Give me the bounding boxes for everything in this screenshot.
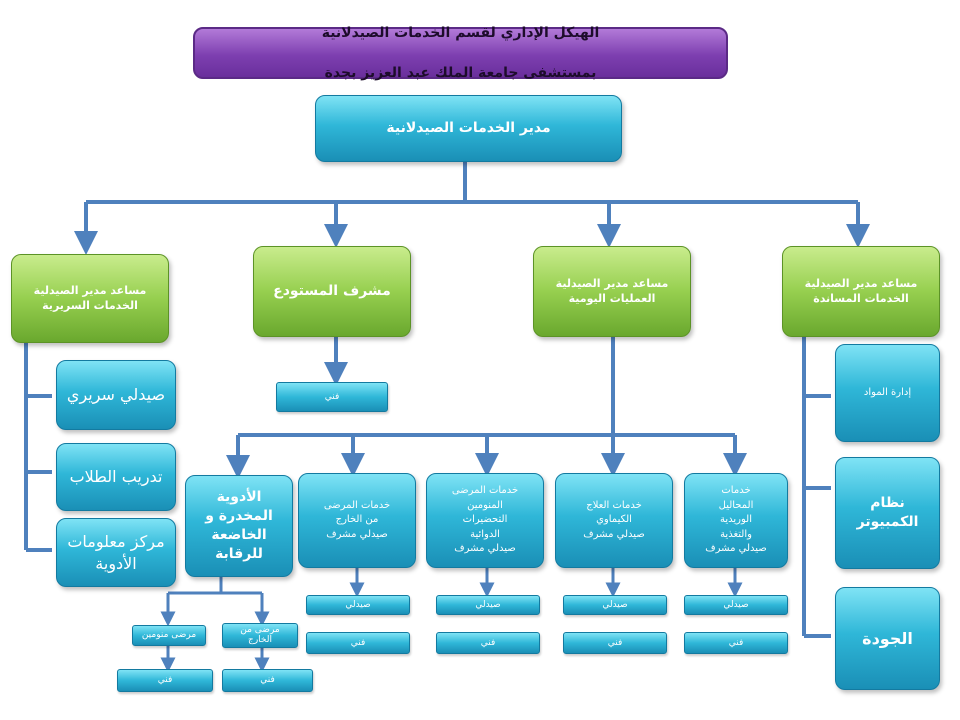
chart-title-line-2: بمستشفى جامعة الملك عبد العزيز بجدة — [324, 65, 597, 82]
controlled-inpatients-technician-box: فني — [117, 669, 213, 692]
inpatient-technician-box: فني — [436, 632, 540, 654]
student-training-box: تدريب الطلاب — [56, 443, 176, 511]
inpatient-services-box: خدمات المرضى المنومين التحضيرات الدوائية… — [426, 473, 544, 568]
controlled-drugs-box: الأدوية المخدرة و الخاضعة للرقابة — [185, 475, 293, 577]
daily-operations-box: مساعد مدير الصيدلية العمليات اليومية — [533, 246, 691, 337]
quality-box: الجودة — [835, 587, 940, 690]
chart-title: الهيكل الإداري لقسم الخدمات الصيدلانية ب… — [193, 25, 728, 81]
iv-nutrition-services-box: خدمات المحاليل الوريدية والتغذية صيدلي م… — [684, 473, 788, 568]
iv-technician-box: فني — [684, 632, 788, 654]
chart-title-line-1: الهيكل الإداري لقسم الخدمات الصيدلانية — [321, 24, 600, 41]
computer-system-box: نظام الكمبيوتر — [835, 457, 940, 569]
outpatient-pharmacist-box: صيدلي — [306, 595, 410, 615]
chemotherapy-services-box: خدمات العلاج الكيماوي صيدلي مشرف — [555, 473, 673, 568]
clinical-services-box: مساعد مدير الصيدلية الخدمات السريرية — [11, 254, 169, 343]
controlled-inpatients-box: مرضى منومين — [132, 625, 206, 646]
controlled-outpatients-technician-box: فني — [222, 669, 313, 692]
chemo-technician-box: فني — [563, 632, 667, 654]
clinical-pharmacist-box: صيدلي سريري — [56, 360, 176, 430]
chemo-pharmacist-box: صيدلي — [563, 595, 667, 615]
warehouse-supervisor-box: مشرف المستودع — [253, 246, 411, 337]
materials-management-box: إدارة المواد — [835, 344, 940, 442]
drug-information-center-box: مركز معلومات الأدوية — [56, 518, 176, 587]
controlled-outpatients-box: مرضى من الخارج — [222, 623, 298, 648]
director-box: مدير الخدمات الصيدلانية — [315, 95, 622, 162]
warehouse-technician-box: فني — [276, 382, 388, 412]
outpatient-technician-box: فني — [306, 632, 410, 654]
iv-pharmacist-box: صيدلي — [684, 595, 788, 615]
inpatient-pharmacist-box: صيدلي — [436, 595, 540, 615]
support-services-box: مساعد مدير الصيدلية الخدمات المساندة — [782, 246, 940, 337]
outpatient-services-box: خدمات المرضى من الخارج صيدلي مشرف — [298, 473, 416, 568]
